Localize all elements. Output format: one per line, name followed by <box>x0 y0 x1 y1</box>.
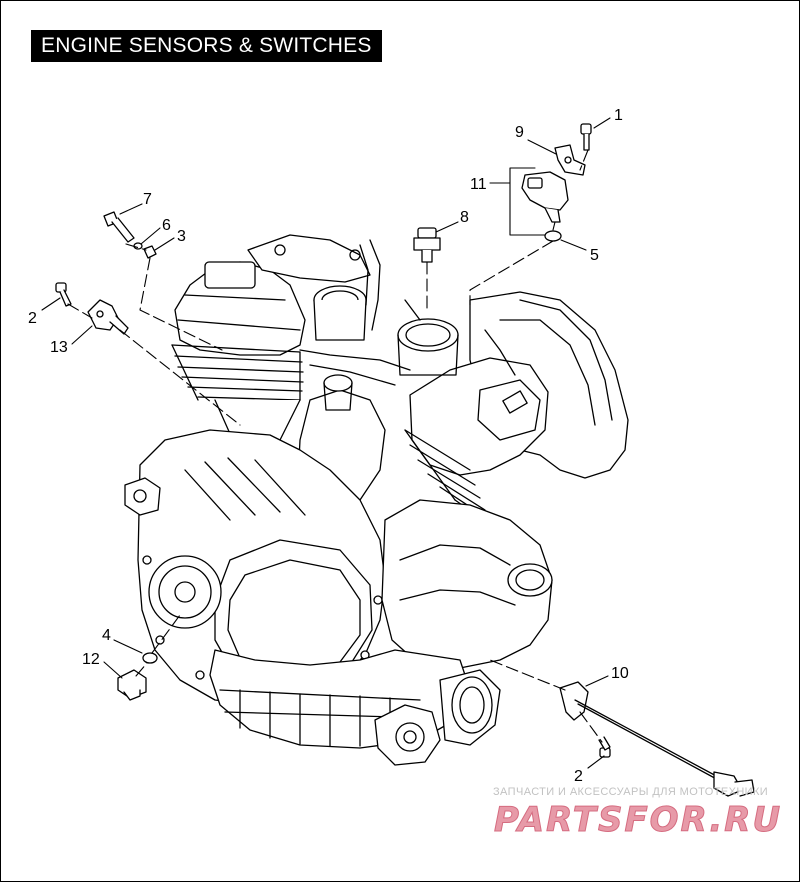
callout-13: 13 <box>50 339 68 356</box>
part-bracket-9 <box>554 144 586 176</box>
callout-9: 9 <box>515 124 524 141</box>
part-sensor-12 <box>117 669 147 701</box>
part-cps-10 <box>559 681 755 797</box>
part-o-ring-4 <box>142 652 158 664</box>
part-screw-2a <box>55 282 72 307</box>
part-fitting-3 <box>143 245 157 259</box>
callout-leaders <box>41 117 611 769</box>
callout-7: 7 <box>143 191 152 208</box>
part-screw-2b <box>598 736 611 758</box>
part-map-sensor-11 <box>521 171 569 223</box>
callout-1: 1 <box>614 107 623 124</box>
callout-5: 5 <box>590 247 599 264</box>
callout-numbers: 1 9 11 5 8 7 6 3 2 13 4 12 10 2 <box>28 107 629 785</box>
callout-3: 3 <box>177 228 186 245</box>
assembly-lines <box>67 149 603 743</box>
callout-4: 4 <box>102 627 111 644</box>
exploded-parts <box>55 123 755 797</box>
callout-6: 6 <box>162 217 171 234</box>
callout-10: 10 <box>611 665 629 682</box>
part-sensor-13 <box>87 299 129 335</box>
callout-11: 11 <box>470 176 487 193</box>
part-oil-switch-8 <box>413 227 441 263</box>
callout-2-lower: 2 <box>574 768 583 785</box>
page-title: ENGINE SENSORS & SWITCHES <box>31 30 382 62</box>
part-bolt-7 <box>103 211 135 243</box>
part-screw-1 <box>580 123 592 151</box>
callout-8: 8 <box>460 209 469 226</box>
part-o-ring-5 <box>544 230 562 242</box>
callout-12: 12 <box>82 651 100 668</box>
watermark-tagline: ЗАПЧАСТИ И АКСЕССУАРЫ ДЛЯ МОТОТЕХНИКИ <box>493 786 769 798</box>
callout-2-upper: 2 <box>28 310 37 327</box>
watermark-logo: PARTSFOR.RU <box>493 800 783 841</box>
engine-illustration <box>124 234 629 766</box>
